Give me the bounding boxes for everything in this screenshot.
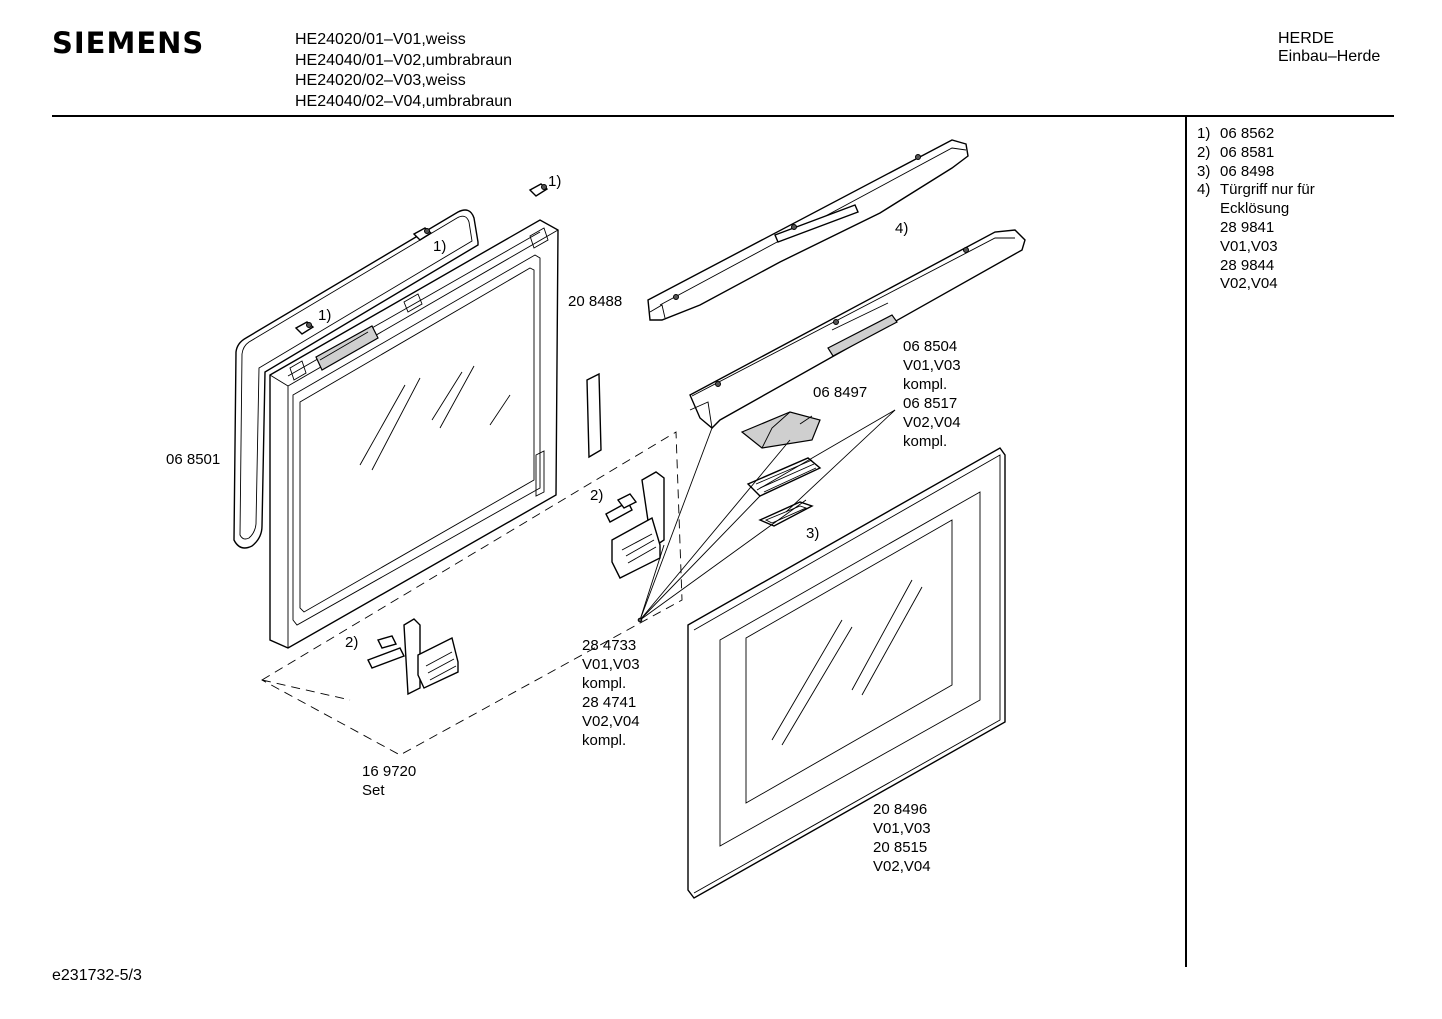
notes-divider xyxy=(1185,117,1187,967)
label-ref2-a: 2) xyxy=(590,487,604,504)
note-text: V01,V03 xyxy=(1220,237,1278,255)
category-title: HERDE xyxy=(1278,30,1335,47)
notes-column: 1) 06 8562 2) 06 8581 3) 06 8498 4) Türgriff… xyxy=(1197,125,1315,294)
label-line: V01,V03 xyxy=(582,656,640,673)
label-line: V02,V04 xyxy=(873,858,931,875)
category-subtitle: Einbau–Herde xyxy=(1278,48,1381,65)
label-line: V01,V03 xyxy=(903,357,961,374)
category-block: HERDE Einbau–Herde xyxy=(1278,30,1380,66)
note-key: 3) xyxy=(1197,162,1211,180)
label-vent-cover: 06 8497 xyxy=(813,384,868,401)
label-line: 20 8515 xyxy=(873,839,928,856)
inner-door-frame xyxy=(269,219,559,649)
label-line: kompl. xyxy=(903,376,948,393)
label-screws-set: 16 9720 Set xyxy=(362,762,416,800)
model-line: HE24040/02–V04,umbrabraun xyxy=(295,92,513,110)
model-line: HE24020/01–V01,weiss xyxy=(295,31,466,48)
label-line: 28 4741 xyxy=(582,694,637,711)
model-list: HE24020/01–V01,weiss HE24040/01–V02,umbr… xyxy=(295,30,512,112)
label-line: V02,V04 xyxy=(903,414,961,431)
outer-glass-door xyxy=(687,447,1006,899)
note-text: 28 9844 xyxy=(1220,256,1275,274)
note-key: 1) xyxy=(1197,125,1211,142)
label-ref1-b: 1) xyxy=(433,238,447,255)
drawing-id: e231732-5/3 xyxy=(52,967,142,984)
leader-lines xyxy=(637,409,896,623)
handle-trim-top xyxy=(647,139,969,321)
vent-cover xyxy=(740,411,821,449)
label-hinge-set: 28 4733 V01,V03 kompl. 28 4741 V02,V04 k… xyxy=(582,636,640,750)
model-line: HE24040/01–V02,umbrabraun xyxy=(295,51,513,69)
label-line: kompl. xyxy=(903,433,948,450)
note-item: Ecklösung xyxy=(1197,200,1315,219)
note-item: 28 9841 xyxy=(1197,219,1315,238)
model-line: HE24020/02–V03,weiss xyxy=(295,72,466,89)
note-text: 06 8581 xyxy=(1220,143,1275,161)
label-ref1-a: 1) xyxy=(548,173,562,190)
vent-grille xyxy=(746,457,822,497)
assembly-outline xyxy=(261,431,683,756)
note-item: 3) 06 8498 xyxy=(1197,163,1315,182)
note-key: 2) xyxy=(1197,143,1211,161)
note-text: Türgriff nur für xyxy=(1220,181,1315,199)
handle-bar xyxy=(689,229,1026,429)
label-line: kompl. xyxy=(582,675,627,692)
label-inner-frame: 20 8488 xyxy=(568,293,623,310)
note-item: 1) 06 8562 xyxy=(1197,125,1315,144)
label-line: 16 9720 xyxy=(362,763,417,780)
label-line: 06 8504 xyxy=(903,338,958,355)
label-line: Set xyxy=(362,782,385,799)
label-line: 20 8496 xyxy=(873,801,928,818)
note-text: Ecklösung xyxy=(1220,200,1290,218)
label-line: 06 8517 xyxy=(903,395,958,412)
label-ref2-b: 2) xyxy=(345,634,359,651)
hinge-right xyxy=(605,471,665,579)
label-line: V01,V03 xyxy=(873,820,931,837)
note-key: 4) xyxy=(1197,181,1211,199)
label-ref4: 4) xyxy=(895,220,909,237)
note-text: 06 8498 xyxy=(1220,162,1275,180)
note-item: 4) Türgriff nur für xyxy=(1197,181,1315,200)
label-line: kompl. xyxy=(582,732,627,749)
label-ref1-c: 1) xyxy=(318,307,332,324)
label-ref3: 3) xyxy=(806,525,820,542)
brand-logo: SIEMENS xyxy=(52,26,205,60)
label-gasket: 06 8501 xyxy=(166,451,221,468)
assembly-outline-detail xyxy=(261,679,351,701)
header-divider xyxy=(52,115,1394,117)
note-text: 06 8562 xyxy=(1220,125,1275,142)
label-line: V02,V04 xyxy=(582,713,640,730)
note-item: V02,V04 xyxy=(1197,275,1315,294)
label-outer-door: 20 8496 V01,V03 20 8515 V02,V04 xyxy=(873,800,931,876)
note-item: V01,V03 xyxy=(1197,238,1315,257)
hinge-left xyxy=(367,618,459,696)
grille-seal-inner xyxy=(764,505,808,524)
door-gasket xyxy=(233,209,479,549)
exploded-door-drawing xyxy=(233,139,1026,899)
note-item: 2) 06 8581 xyxy=(1197,144,1315,163)
note-text: V02,V04 xyxy=(1220,275,1278,293)
note-text: 28 9841 xyxy=(1220,218,1275,236)
note-item: 28 9844 xyxy=(1197,257,1315,276)
label-handle-part: 06 8504 V01,V03 kompl. 06 8517 V02,V04 k… xyxy=(903,337,961,451)
glass-strip xyxy=(586,372,602,459)
label-line: 28 4733 xyxy=(582,637,637,654)
clip-part-1 xyxy=(294,183,549,335)
